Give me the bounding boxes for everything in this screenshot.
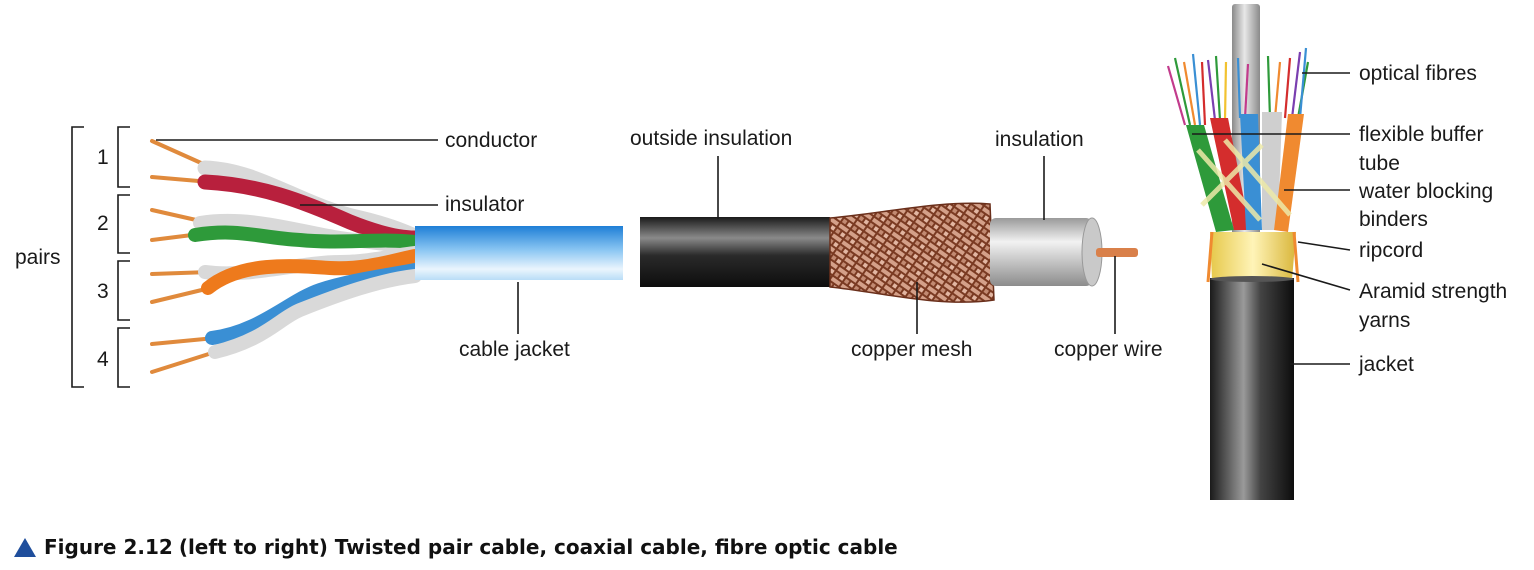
pair-number-4: 4 (97, 348, 109, 371)
pair-2-colored-wire (188, 225, 422, 249)
figure-number: Figure 2.12 (44, 535, 173, 559)
water-blocking-binders-label-line1: water blocking (1358, 180, 1493, 203)
flexible-buffer-tube-label-line2: tube (1359, 152, 1400, 175)
figure-caption: Figure 2.12 (left to right) Twisted pair… (14, 532, 898, 562)
fibre-jacket-top-edge (1210, 276, 1294, 282)
copper-wire-label: copper wire (1054, 338, 1163, 361)
pair-number-3: 3 (97, 280, 109, 303)
optical-fibres-shape (1166, 47, 1310, 126)
insulation-label: insulation (995, 128, 1084, 151)
fibre-optic-cable: optical fibres flexible buffer tube wate… (1166, 4, 1507, 500)
optical-fibres-label: optical fibres (1359, 62, 1477, 85)
pair-1-bracket (117, 126, 130, 188)
pairs-label: pairs (15, 246, 61, 269)
cable-jacket-shape (415, 226, 623, 280)
copper-mesh-label: copper mesh (851, 338, 972, 361)
outside-insulation-label: outside insulation (630, 127, 792, 150)
copper-mesh-shape (829, 202, 995, 303)
ripcord-leader-line (1297, 241, 1351, 251)
pair-3-bracket (117, 260, 130, 321)
aramid-yarns-leader-line (1261, 263, 1351, 291)
twisted-pair-cable: pairs 1 2 3 4 conductor insulator cable … (15, 126, 623, 388)
coaxial-cable: outside insulation insulation copper mes… (630, 127, 1163, 361)
ripcord-label: ripcord (1359, 239, 1423, 262)
pair-4-white-wire (208, 269, 422, 359)
insulation-shape (990, 218, 1092, 286)
caption-triangle-icon (14, 537, 36, 557)
water-blocking-binders-shape (1196, 138, 1292, 222)
flexible-buffer-tube-label-line1: flexible buffer (1359, 123, 1484, 146)
water-blocking-binders-label-line2: binders (1359, 208, 1428, 231)
jacket-label: jacket (1358, 353, 1414, 376)
fibre-jacket-shape (1210, 278, 1294, 500)
pair-2-bracket (117, 194, 130, 254)
aramid-yarns-shape (1210, 232, 1296, 280)
aramid-yarns-label-line2: yarns (1359, 309, 1410, 332)
pair-number-2: 2 (97, 212, 109, 235)
cable-diagram: pairs 1 2 3 4 conductor insulator cable … (15, 4, 1507, 500)
copper-wire-shape (1096, 248, 1138, 257)
aramid-yarns-label-line1: Aramid strength (1359, 280, 1507, 303)
cable-jacket-label: cable jacket (459, 338, 570, 361)
pairs-bracket (71, 126, 84, 388)
pair-4-bracket (117, 327, 130, 388)
pair-number-1: 1 (97, 146, 109, 169)
insulator-label: insulator (445, 193, 524, 216)
conductor-label: conductor (445, 129, 537, 152)
outside-insulation-shape (640, 217, 830, 287)
pair-3-colored-wire (201, 249, 422, 295)
caption-text: (left to right) Twisted pair cable, coax… (178, 535, 898, 559)
